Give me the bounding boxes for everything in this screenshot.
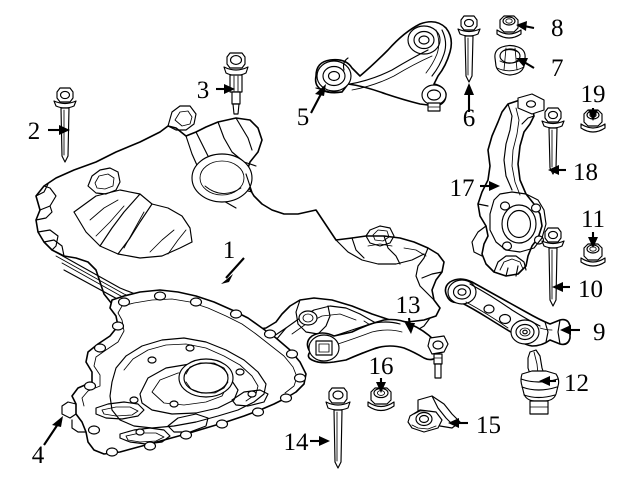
part-shouldered-alignment-bolt[interactable] [223, 52, 249, 115]
part-flange-lock-nut[interactable] [496, 15, 522, 39]
callout-label-2: 2 [28, 118, 41, 145]
callout-label-5: 5 [297, 104, 310, 131]
callout-label-3: 3 [197, 77, 210, 104]
callout-label-10: 10 [578, 276, 603, 303]
part-control-arm-bolt-long[interactable] [325, 387, 351, 469]
part-flange-nut-medium[interactable] [367, 387, 395, 412]
callout-label-17: 17 [450, 175, 475, 202]
part-lower-arm-pivot-bolt[interactable] [541, 227, 565, 307]
callout-label-1: 1 [223, 237, 236, 264]
part-upper-arm-through-bolt[interactable] [457, 15, 481, 83]
callout-labels: 1 2 3 4 5 6 7 8 9 10 11 12 13 14 15 16 1… [28, 15, 606, 469]
callout-label-6: 6 [463, 105, 476, 132]
part-tension-strut-control-arm[interactable] [306, 318, 449, 379]
callout-label-19: 19 [581, 81, 606, 108]
part-upper-control-arm[interactable] [314, 20, 453, 112]
callout-label-9: 9 [593, 319, 606, 346]
callout-label-12: 12 [564, 370, 589, 397]
callout-label-7: 7 [551, 55, 564, 82]
splash-shield-fastener-holes [83, 291, 307, 457]
callout-label-11: 11 [581, 206, 605, 233]
part-stabilizer-bracket-clip[interactable] [407, 395, 461, 433]
callout-label-14: 14 [284, 429, 310, 456]
part-steering-knuckle[interactable] [471, 93, 547, 277]
part-engine-splash-shield[interactable] [61, 289, 307, 457]
part-knuckle-mounting-bolt[interactable] [541, 107, 565, 175]
callout-label-8: 8 [551, 15, 564, 42]
callout-label-18: 18 [573, 159, 598, 186]
callout-label-15: 15 [476, 412, 501, 439]
part-lower-control-arm-rear[interactable] [444, 278, 571, 347]
callout-label-16: 16 [369, 353, 394, 380]
part-subframe-mounting-bolt-long[interactable] [53, 87, 77, 163]
callout-leaders [43, 21, 598, 446]
callout-label-13: 13 [396, 292, 421, 319]
callout-label-4: 4 [32, 442, 45, 469]
